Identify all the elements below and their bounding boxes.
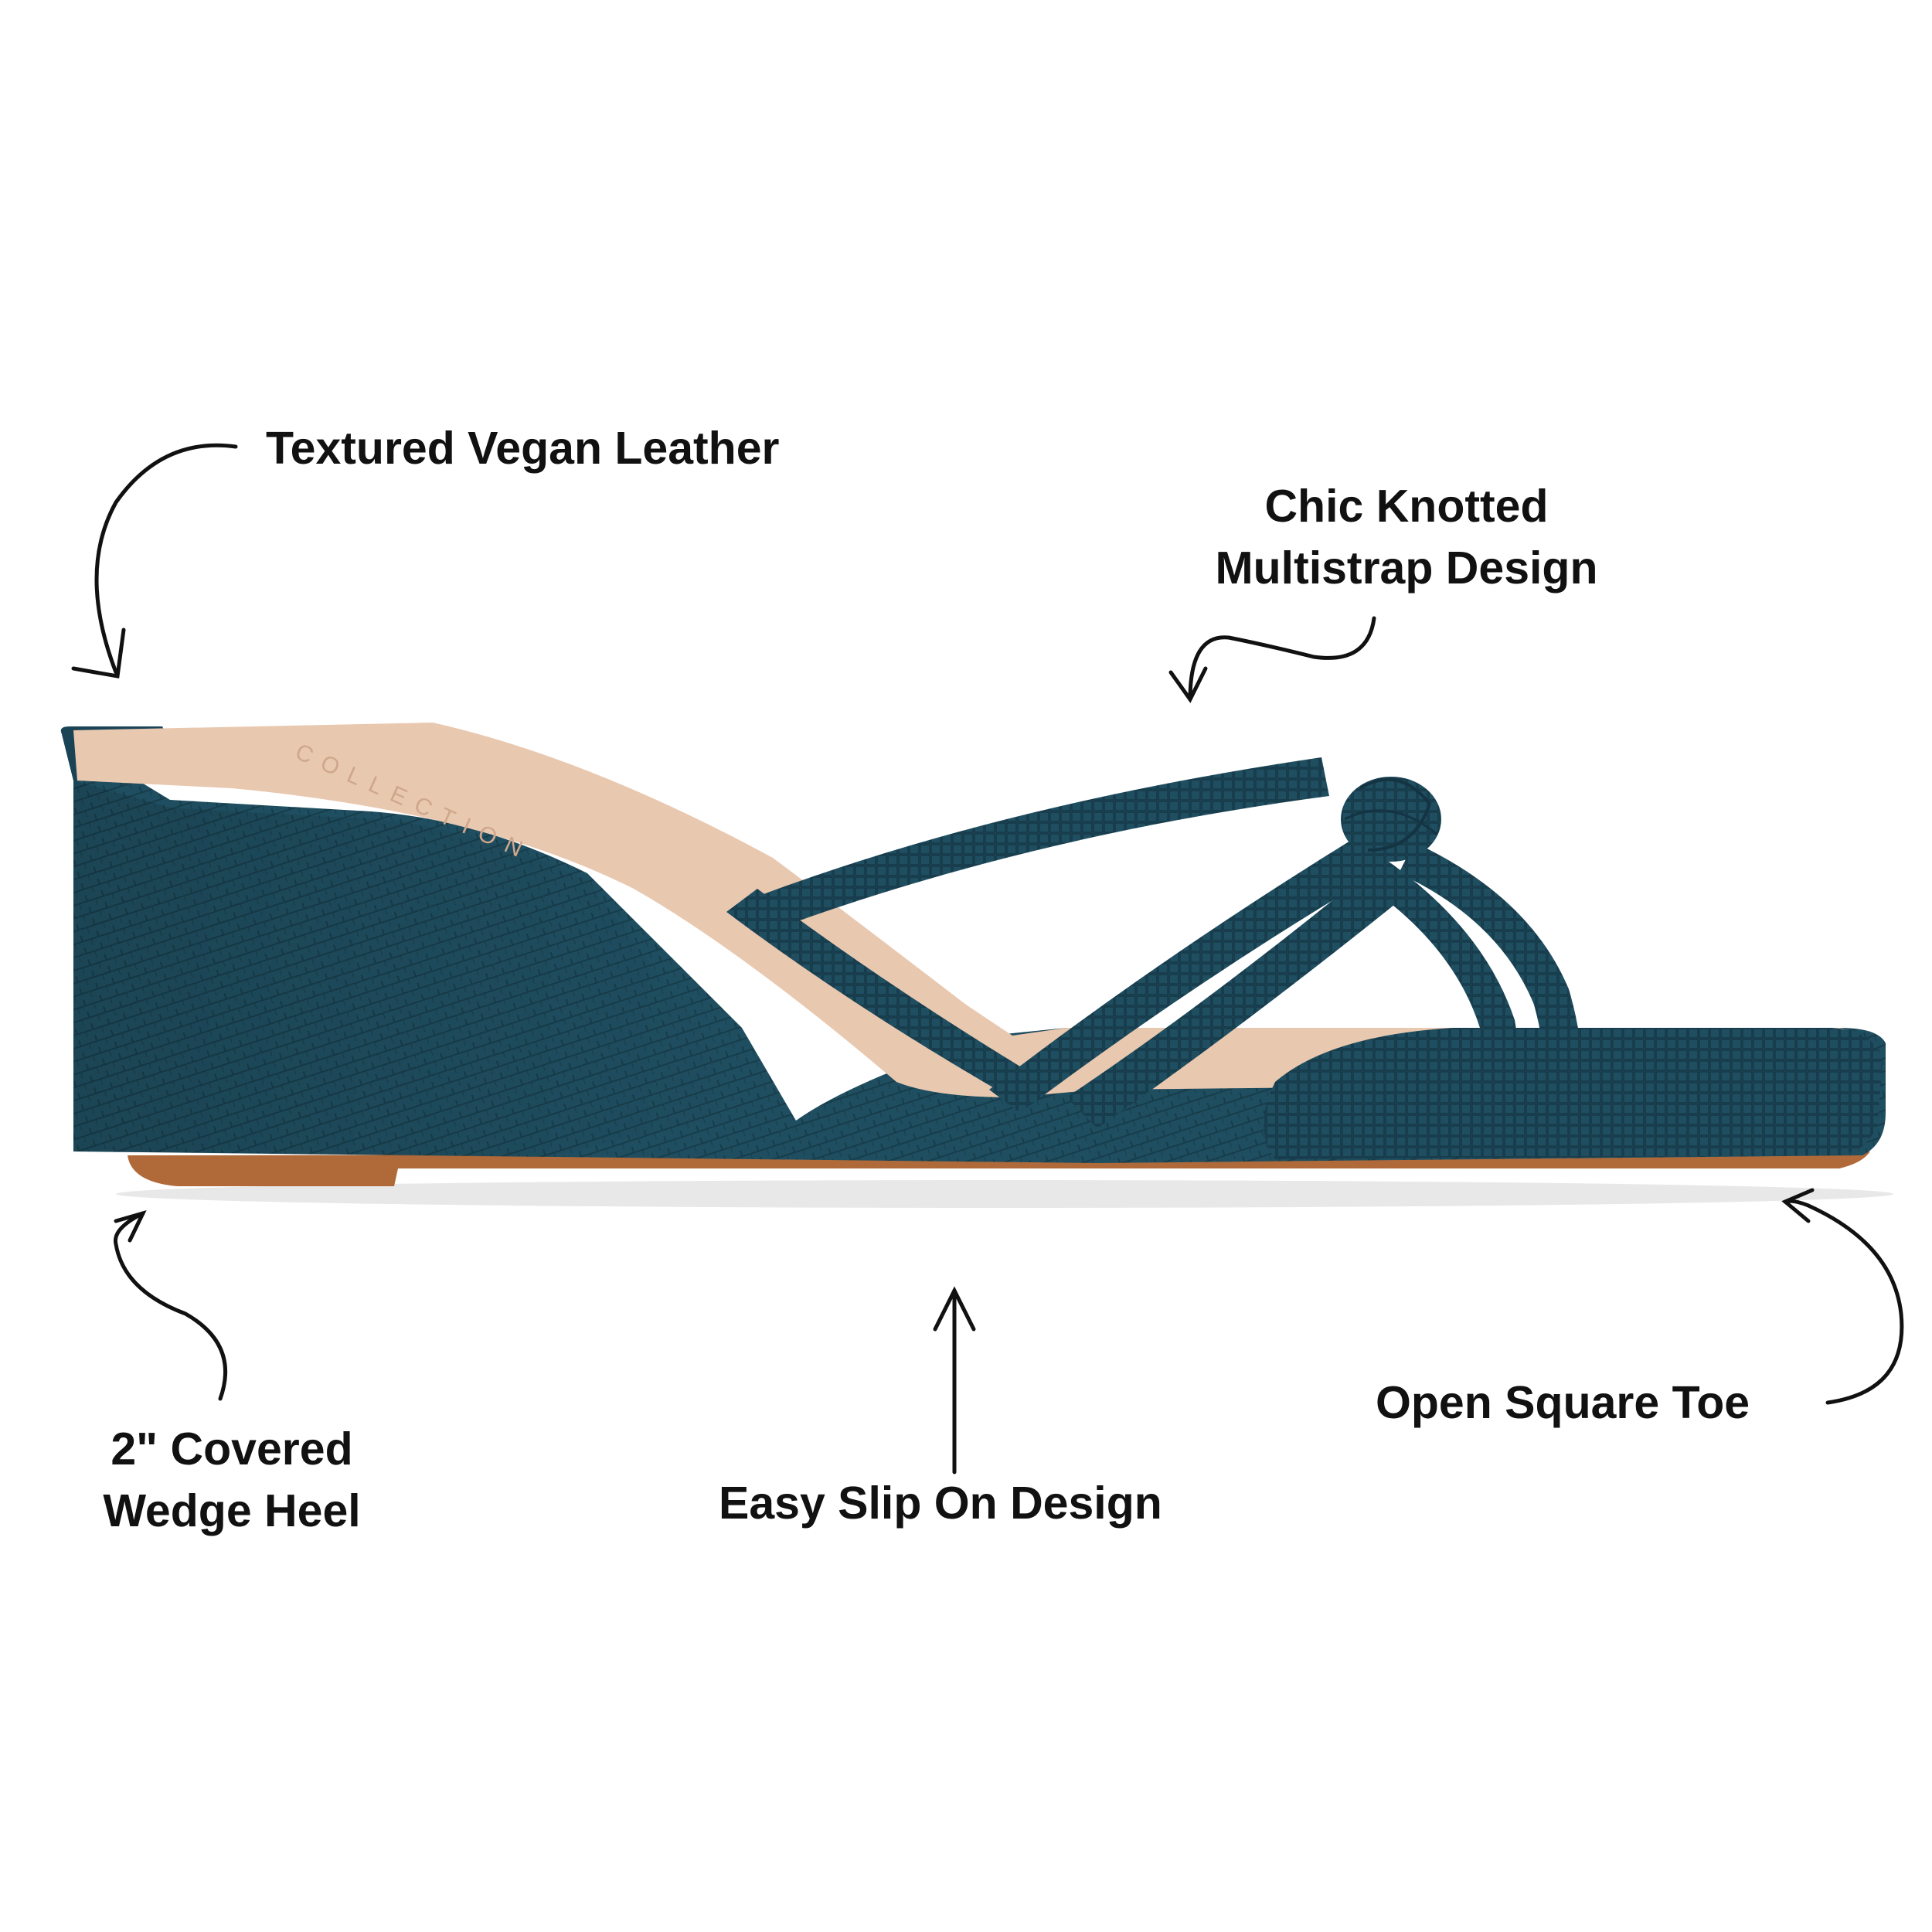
knot bbox=[1341, 777, 1441, 862]
label-wedge-line2: Wedge Heel bbox=[103, 1485, 361, 1536]
rear-strap bbox=[726, 889, 1020, 1090]
annotation-arrows bbox=[71, 443, 1904, 1475]
arrow-knotted bbox=[1188, 616, 1376, 702]
strap-toe-2 bbox=[1399, 842, 1583, 1151]
strap-upper-1 bbox=[757, 757, 1329, 927]
label-easy-slip-on: Easy Slip On Design bbox=[719, 1478, 1162, 1529]
floor-shadow bbox=[116, 1180, 1893, 1208]
label-wedge-line1: 2" Covered bbox=[111, 1423, 353, 1475]
label-knotted-line2: Multistrap Design bbox=[1215, 543, 1598, 594]
insole bbox=[73, 723, 1874, 1097]
label-textured-vegan-leather: Textured Vegan Leather bbox=[266, 423, 780, 474]
label-knotted-line1: Chic Knotted bbox=[1264, 481, 1549, 532]
label-covered-wedge-heel: 2" Covered Wedge Heel bbox=[73, 1418, 390, 1542]
arrow-toe bbox=[1783, 1199, 1904, 1405]
strap-upper-2 bbox=[989, 835, 1391, 1113]
arrow-textured bbox=[94, 443, 238, 675]
arrow-wedge bbox=[113, 1211, 228, 1401]
outsole bbox=[128, 1151, 1870, 1186]
label-knotted-multistrap: Chic Knotted Multistrap Design bbox=[1206, 475, 1607, 599]
strap-toe-1 bbox=[1360, 858, 1521, 1151]
strap-forefoot-1 bbox=[1066, 866, 1414, 1128]
label-open-square-toe: Open Square Toe bbox=[1376, 1377, 1750, 1428]
